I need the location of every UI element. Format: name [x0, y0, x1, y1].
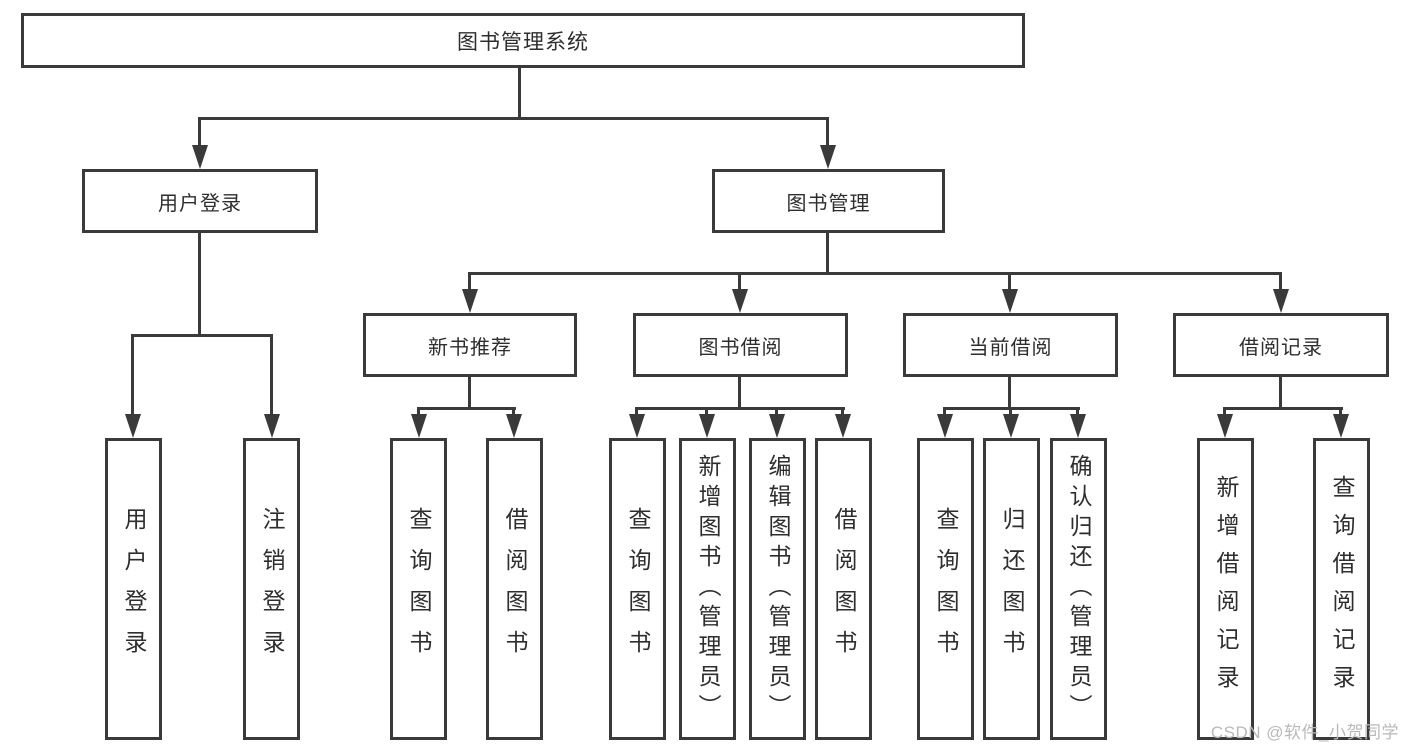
arrowhead-borrow-add — [699, 414, 715, 438]
edge-user-to-login — [131, 334, 134, 416]
leaf-records-add-record-label: 新增借阅记录 — [1213, 475, 1239, 703]
arrowhead-records-query — [1333, 414, 1349, 438]
leaf-logout-label: 注销登录 — [259, 507, 285, 671]
leaf-borrow-edit-books-admin-label: 编辑图书（管理员） — [765, 454, 791, 724]
arrowhead-borrow — [732, 289, 748, 313]
arrowhead-user-login — [192, 145, 208, 169]
edge-borrow-child-3 — [775, 407, 778, 416]
node-book-management: 图书管理 — [712, 169, 945, 233]
leaf-borrow-borrow-books-label: 借阅图书 — [831, 507, 857, 671]
node-root-label: 图书管理系统 — [457, 30, 589, 54]
arrowhead-recommend-query — [411, 414, 427, 438]
edge-recommend-child-2 — [512, 407, 515, 416]
node-user-login-label: 用户登录 — [158, 192, 242, 215]
edge-borrow-child-2 — [705, 407, 708, 416]
leaf-recommend-query-books: 查询图书 — [390, 438, 447, 740]
edge-root-stem — [518, 68, 521, 118]
leaf-current-confirm-return-admin-label: 确认归还（管理员） — [1066, 454, 1092, 724]
edge-borrow-child-4 — [841, 407, 844, 416]
arrowhead-leaf-logout — [264, 414, 280, 438]
leaf-borrow-query-books-label: 查询图书 — [625, 507, 651, 671]
node-borrow-records-label: 借阅记录 — [1239, 336, 1323, 359]
edge-records-stem — [1279, 377, 1282, 410]
node-current-borrow: 当前借阅 — [903, 313, 1118, 377]
edge-current-child-2 — [1009, 407, 1012, 416]
leaf-user-login-label: 用户登录 — [121, 507, 147, 671]
arrowhead-current-return — [1003, 414, 1019, 438]
edge-current-child-3 — [1076, 407, 1079, 416]
node-current-borrow-label: 当前借阅 — [968, 336, 1053, 359]
arrowhead-borrow-edit — [769, 414, 785, 438]
arrowhead-current — [1002, 289, 1018, 313]
edge-user-to-logout — [270, 334, 273, 416]
arrowhead-leaf-user-login — [125, 414, 141, 438]
leaf-records-query-record-label: 查询借阅记录 — [1329, 475, 1355, 703]
edge-records-child-1 — [1223, 407, 1226, 416]
watermark: CSDN @软件_小贺同学 — [1210, 723, 1399, 742]
arrowhead-borrow-query — [629, 414, 645, 438]
node-book-borrow: 图书借阅 — [633, 313, 848, 377]
edge-book-stem — [826, 233, 829, 274]
leaf-recommend-query-books-label: 查询图书 — [406, 507, 432, 671]
leaf-recommend-borrow-books-label: 借阅图书 — [502, 507, 528, 671]
edge-root-branch — [198, 117, 829, 120]
edge-to-borrow — [738, 272, 741, 291]
leaf-current-query-books-label: 查询图书 — [933, 507, 959, 671]
leaf-borrow-borrow-books: 借阅图书 — [815, 438, 872, 740]
edge-recommend-stem — [468, 377, 471, 410]
edge-recommend-child-1 — [417, 407, 420, 416]
arrowhead-current-confirm — [1070, 414, 1086, 438]
arrowhead-book-management — [820, 145, 836, 169]
edge-current-child-1 — [943, 407, 946, 416]
leaf-current-confirm-return-admin: 确认归还（管理员） — [1050, 438, 1107, 740]
leaf-records-query-record: 查询借阅记录 — [1313, 438, 1370, 740]
edge-records-child-2 — [1339, 407, 1342, 416]
edge-current-stem — [1008, 377, 1011, 410]
leaf-current-return-books-label: 归还图书 — [999, 507, 1025, 671]
leaf-records-add-record: 新增借阅记录 — [1197, 438, 1254, 740]
node-root-system: 图书管理系统 — [21, 13, 1025, 68]
edge-user-branch — [131, 334, 273, 337]
leaf-user-login: 用户登录 — [105, 438, 162, 740]
leaf-current-query-books: 查询图书 — [917, 438, 974, 740]
node-borrow-records: 借阅记录 — [1173, 313, 1389, 377]
edge-user-stem — [198, 233, 201, 336]
leaf-borrow-edit-books-admin: 编辑图书（管理员） — [749, 438, 806, 740]
leaf-borrow-query-books: 查询图书 — [609, 438, 666, 740]
leaf-recommend-borrow-books: 借阅图书 — [486, 438, 543, 740]
leaf-logout: 注销登录 — [243, 438, 300, 740]
arrowhead-recommend — [462, 289, 478, 313]
arrowhead-records — [1273, 289, 1289, 313]
leaf-borrow-add-books-admin-label: 新增图书（管理员） — [695, 454, 721, 724]
edge-borrow-child-1 — [635, 407, 638, 416]
edge-root-to-user — [198, 117, 201, 147]
arrowhead-current-query — [937, 414, 953, 438]
edge-to-recommend — [468, 272, 471, 291]
node-user-login: 用户登录 — [82, 169, 318, 233]
edge-to-current — [1008, 272, 1011, 291]
arrowhead-records-add — [1217, 414, 1233, 438]
edge-to-records — [1279, 272, 1282, 291]
edge-borrow-branch — [635, 407, 845, 410]
edge-root-to-book — [826, 117, 829, 147]
node-book-management-label: 图书管理 — [786, 192, 871, 215]
arrowhead-recommend-borrow — [506, 414, 522, 438]
arrowhead-borrow-borrow — [835, 414, 851, 438]
node-new-book-recommend: 新书推荐 — [363, 313, 577, 377]
node-book-borrow-label: 图书借阅 — [698, 336, 783, 359]
node-new-book-recommend-label: 新书推荐 — [428, 336, 512, 359]
edge-book-branch — [468, 272, 1282, 275]
leaf-current-return-books: 归还图书 — [983, 438, 1040, 740]
edge-records-branch — [1223, 407, 1343, 410]
edge-recommend-branch — [417, 407, 516, 410]
leaf-borrow-add-books-admin: 新增图书（管理员） — [679, 438, 736, 740]
edge-borrow-stem — [738, 377, 741, 410]
